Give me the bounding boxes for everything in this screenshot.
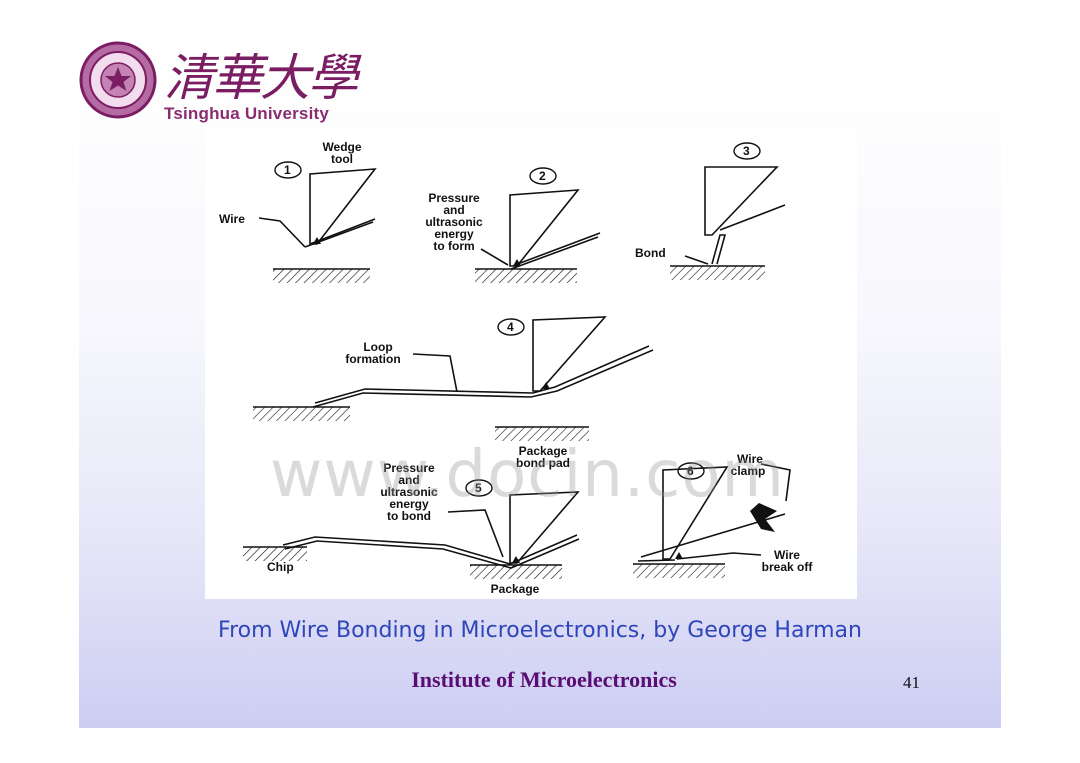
step-number: 1 [284, 163, 291, 177]
label-pressure-bond: to bond [387, 509, 431, 523]
wire-bonding-figure: 1 2 3 4 5 6 Wedge tool Wire Pressure and… [205, 127, 857, 599]
label-wedge-tool: tool [331, 152, 353, 166]
step-number: 4 [507, 320, 514, 334]
label-wire-break-off: break off [762, 560, 814, 574]
page-number: 41 [903, 673, 920, 692]
logo-english-name: Tsinghua University [164, 104, 330, 123]
label-wedge-tool: Wedge [322, 140, 361, 154]
figure-caption: From Wire Bonding in Microelectronics, b… [218, 618, 862, 643]
logo-chinese-name: 清華大學 [164, 49, 358, 107]
label-bond: Bond [635, 246, 666, 260]
label-loop-formation: Loop [363, 340, 392, 354]
institute-title: Institute of Microelectronics [411, 667, 677, 692]
label-pressure-form: to form [433, 239, 474, 253]
wedge-bonding-diagram: 1 2 3 4 5 6 Wedge tool Wire Pressure and… [219, 140, 814, 596]
step-number: 6 [687, 464, 694, 478]
watermark: www.docin.com [270, 438, 785, 512]
step-number: 3 [743, 144, 750, 158]
step-number: 2 [539, 169, 546, 183]
label-wire-clamp: clamp [731, 464, 766, 478]
label-pressure-form: energy [434, 227, 474, 241]
step-number: 5 [475, 481, 482, 495]
label-chip: Chip [267, 560, 294, 574]
label-pressure-form: and [443, 203, 464, 217]
label-pressure-form: ultrasonic [425, 215, 483, 229]
tsinghua-seal-icon [79, 41, 157, 119]
label-wire-clamp: Wire [737, 452, 763, 466]
label-pressure-bond: ultrasonic [380, 485, 438, 499]
label-pressure-bond: energy [389, 497, 429, 511]
label-package-bond-pad: Package [519, 444, 568, 458]
label-package-bond-pad: bond pad [516, 456, 570, 470]
label-wire-break-off: Wire [774, 548, 800, 562]
label-pressure-bond: Pressure [383, 461, 435, 475]
label-package: Package [491, 582, 540, 596]
label-loop-formation: formation [345, 352, 400, 366]
label-pressure-bond: and [398, 473, 419, 487]
label-pressure-form: Pressure [428, 191, 480, 205]
label-wire: Wire [219, 212, 245, 226]
